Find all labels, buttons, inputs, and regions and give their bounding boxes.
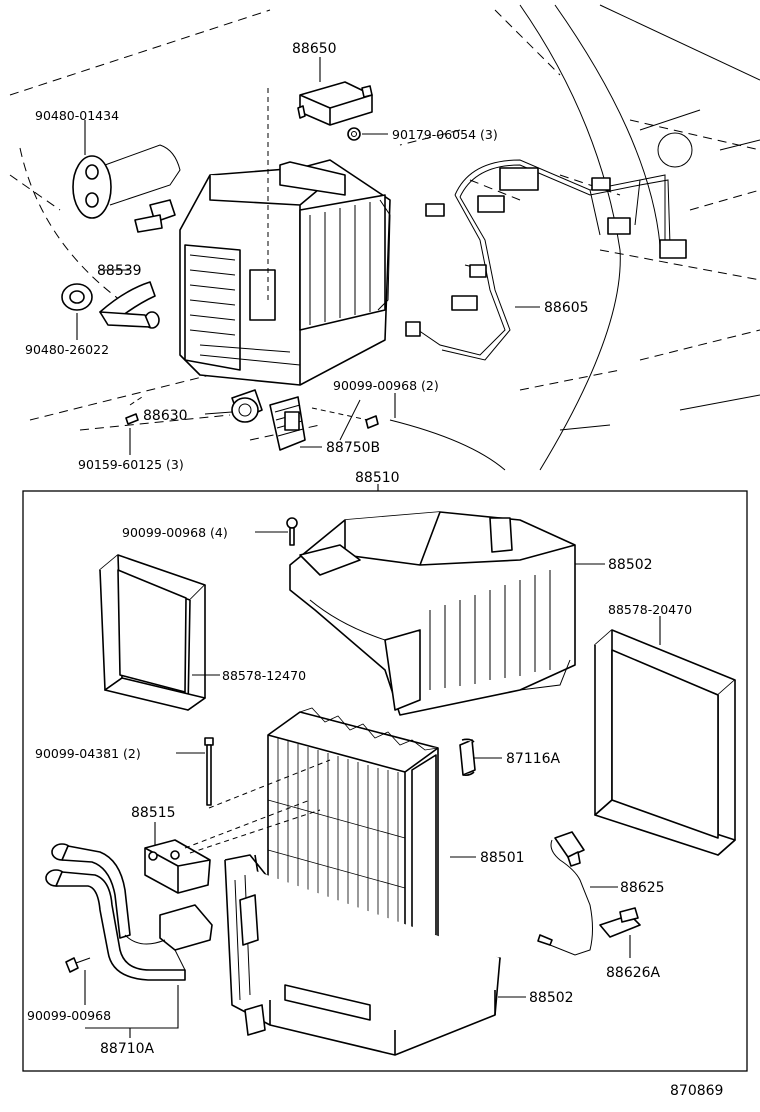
part-88630-actuator <box>231 389 263 423</box>
part-labels: 88650 90480-01434 90179-06054 (3) 88539 … <box>25 41 723 1099</box>
label-90480-01434: 90480-01434 <box>35 108 119 123</box>
label-88578-12470: 88578-12470 <box>222 668 306 683</box>
part-90179-06054-nut <box>347 127 361 141</box>
screw-90099-00968-top <box>311 407 379 429</box>
vehicle-outline <box>9 4 760 471</box>
part-88539-hose <box>99 281 160 329</box>
label-88578-20470: 88578-20470 <box>608 602 692 617</box>
screw-90159-60125 <box>125 394 146 425</box>
label-90099-00968-4: 90099-00968 (4) <box>122 525 228 540</box>
ac-unit-assembly <box>134 159 391 386</box>
label-90099-04381: 90099-04381 (2) <box>35 746 141 761</box>
part-90099-04381-bolt <box>204 737 331 809</box>
part-87116A-clip <box>459 738 476 776</box>
label-90480-26022: 90480-26022 <box>25 342 109 357</box>
label-88502-upper: 88502 <box>608 557 653 573</box>
label-88626A: 88626A <box>606 965 661 981</box>
screw-90099-00968-lower <box>65 957 91 973</box>
part-90480-01434-grommet <box>72 144 181 219</box>
screw-90099-00968-4 <box>286 517 298 546</box>
part-88710A-tube <box>45 843 213 981</box>
part-88502-upper-case <box>289 511 576 716</box>
leader-lines <box>76 57 661 1038</box>
label-88710A: 88710A <box>100 1041 155 1057</box>
label-88625: 88625 <box>620 880 665 896</box>
label-88539: 88539 <box>97 263 142 279</box>
figure-code: 870869 <box>670 1083 723 1099</box>
part-88578-12470-seal <box>99 554 206 711</box>
label-88501: 88501 <box>480 850 525 866</box>
label-90099-00968: 90099-00968 <box>27 1008 111 1023</box>
part-88578-20470-seal <box>594 629 736 856</box>
label-88630: 88630 <box>143 408 188 424</box>
label-88515: 88515 <box>131 805 176 821</box>
part-88502-lower-case <box>224 854 501 1056</box>
label-88605: 88605 <box>544 300 589 316</box>
label-88650: 88650 <box>292 41 337 57</box>
part-88650-module <box>297 81 373 126</box>
label-assembly-88510: 88510 <box>355 470 400 486</box>
part-90480-26022-grommet <box>61 283 93 311</box>
part-88605-wire-harness <box>405 159 687 361</box>
label-88750B: 88750B <box>326 440 380 456</box>
label-90159-60125: 90159-60125 (3) <box>78 457 184 472</box>
label-90179-06054: 90179-06054 (3) <box>392 127 498 142</box>
part-88515-expansion-valve <box>144 799 321 894</box>
assembly-88510-frame <box>22 490 748 1072</box>
part-88625-thermistor <box>537 831 593 956</box>
part-88626A-clip <box>599 907 641 938</box>
label-90099-00968-2: 90099-00968 (2) <box>333 378 439 393</box>
part-88750B-resistor <box>269 396 306 451</box>
label-87116A: 87116A <box>506 751 561 767</box>
label-88502-lower: 88502 <box>529 990 574 1006</box>
